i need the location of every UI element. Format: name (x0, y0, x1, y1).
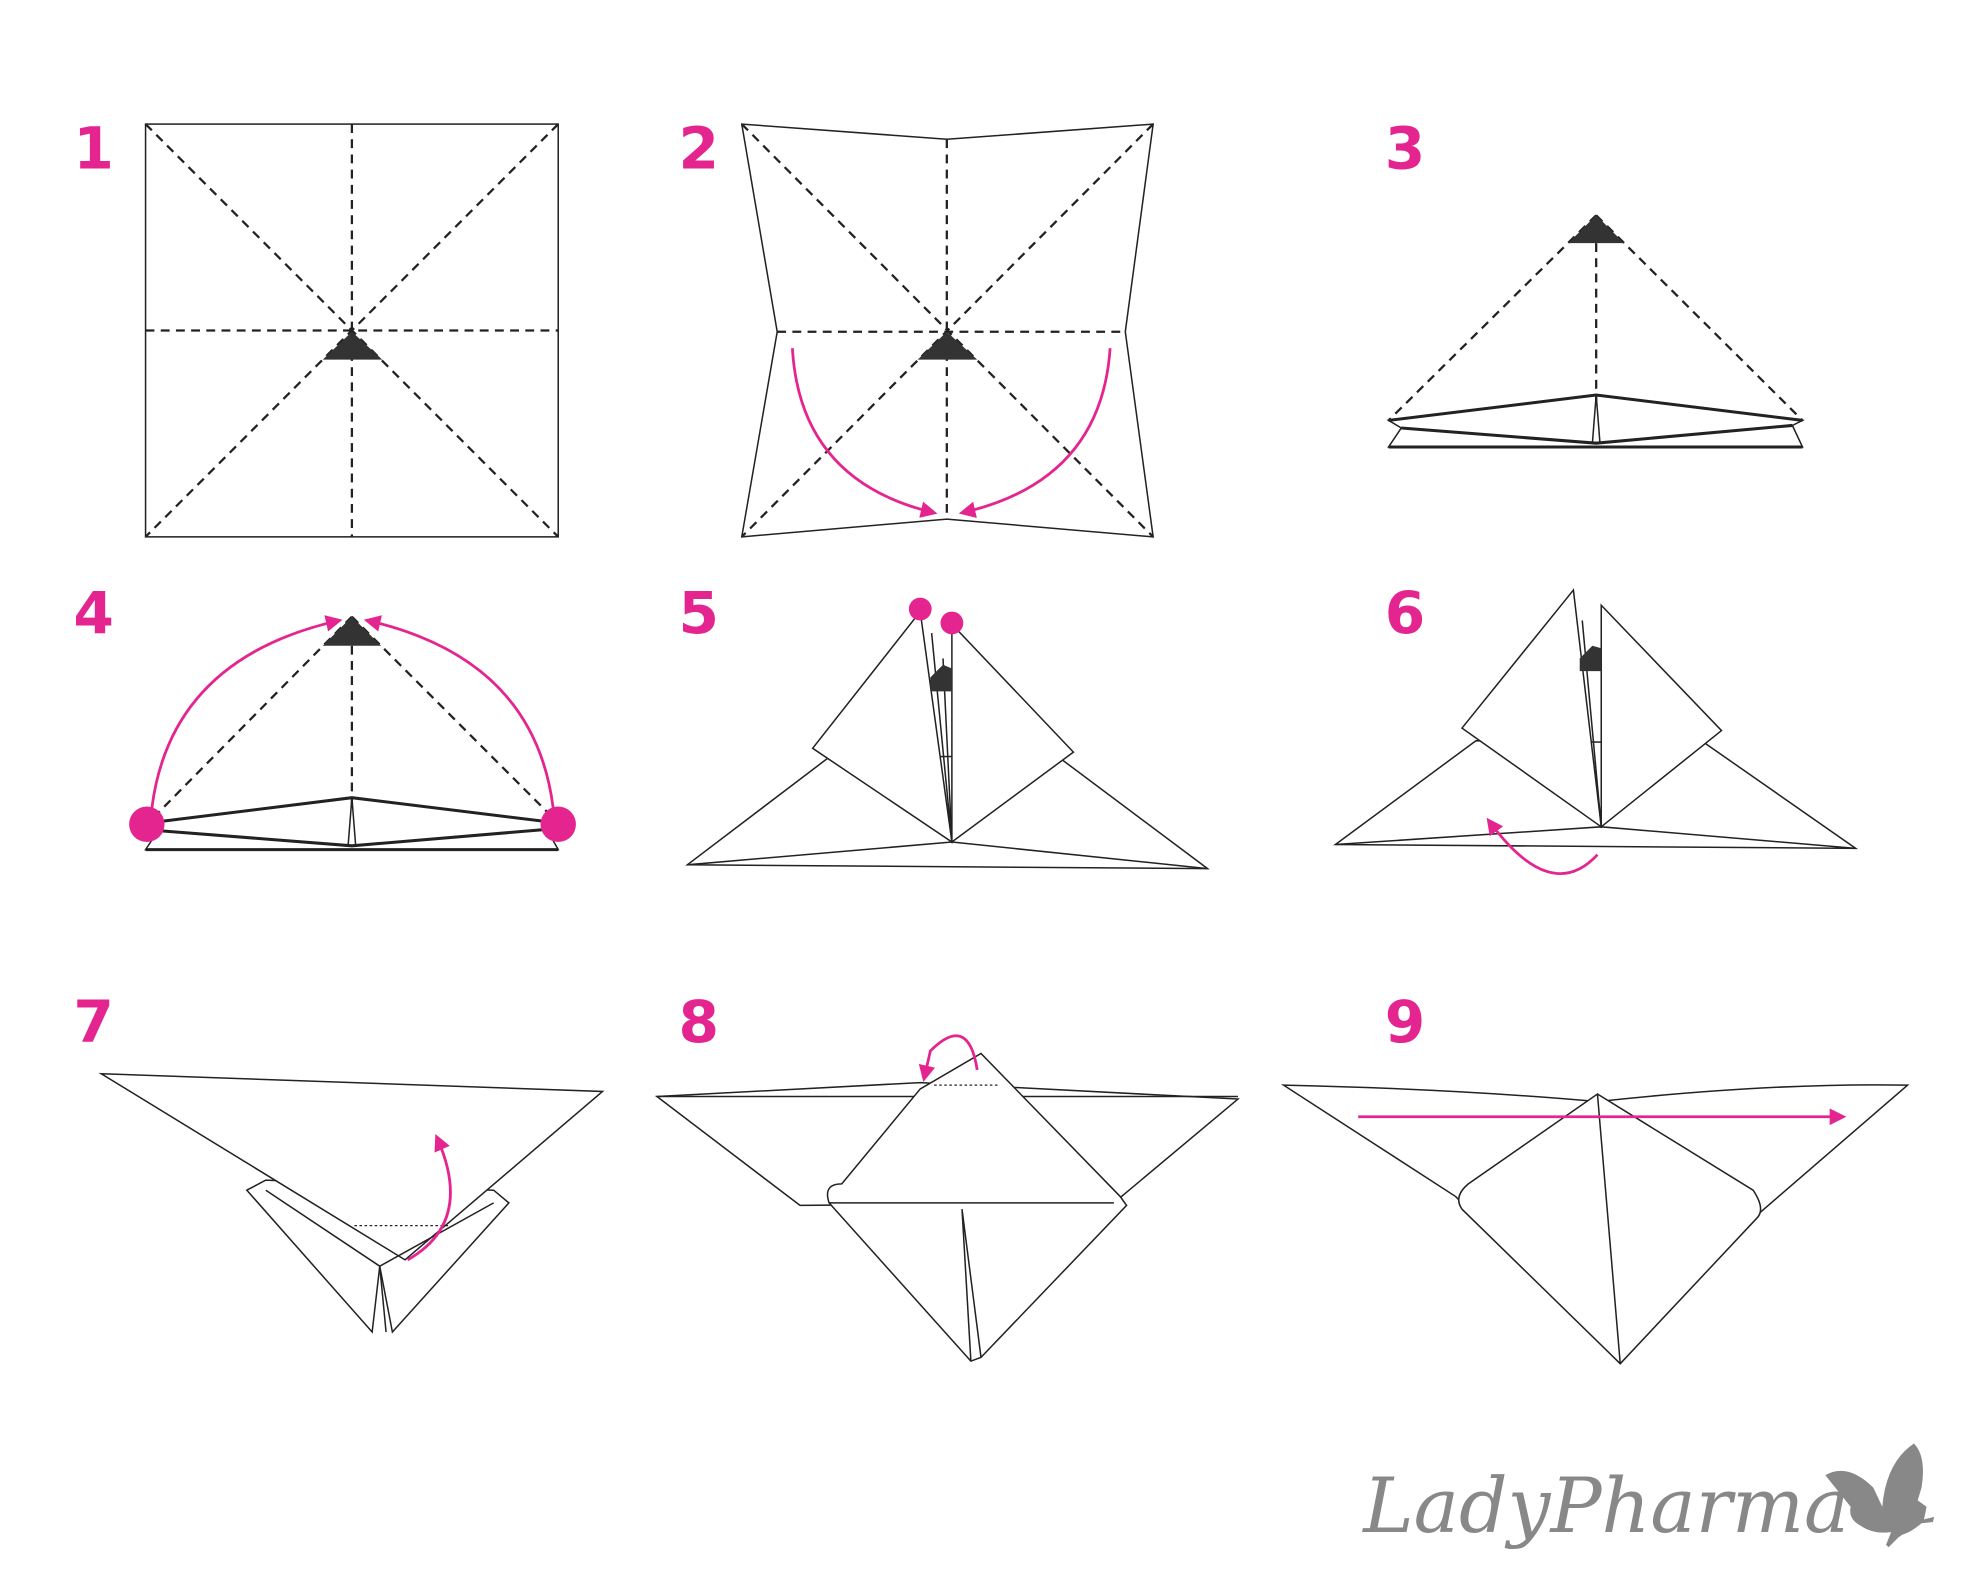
step-number-1: 1 (73, 114, 114, 182)
fold-arrow-icon (1486, 817, 1599, 875)
fold-triangle-icon (322, 331, 383, 360)
step-5-diagram (685, 597, 1210, 870)
fold-triangle-icon (930, 664, 952, 692)
fold-arrow-icon (958, 348, 1112, 518)
step-number-2: 2 (678, 114, 719, 182)
step-4-diagram (129, 615, 576, 852)
fold-triangle-icon (1568, 215, 1625, 244)
fold-arrow-icon (406, 1133, 452, 1262)
point-marker-icon (540, 806, 576, 843)
step-number-9: 9 (1385, 988, 1426, 1056)
butterfly-icon (1825, 1443, 1935, 1548)
step-1-diagram (144, 123, 560, 538)
fold-arrow-icon (150, 615, 343, 809)
step-2-diagram (740, 123, 1155, 538)
step-number-8: 8 (678, 988, 719, 1056)
step-9-diagram (1280, 1084, 1910, 1365)
step-number-6: 6 (1385, 579, 1426, 647)
point-marker-icon (129, 806, 165, 843)
fold-arrow-icon (363, 615, 555, 809)
point-marker-icon (940, 611, 964, 635)
step-number-7: 7 (73, 988, 114, 1056)
step-8-diagram (654, 1034, 1240, 1363)
step-3-diagram (1386, 214, 1806, 449)
step-number-3: 3 (1385, 114, 1426, 182)
step-7-diagram (98, 1072, 605, 1334)
step-6-diagram (1333, 588, 1859, 875)
logo-text: LadyPharma (1361, 1462, 1849, 1550)
fold-triangle-icon (917, 331, 978, 360)
fold-arrow-icon (918, 1034, 979, 1083)
point-marker-icon (908, 597, 932, 621)
fold-triangle-icon (1579, 645, 1602, 672)
fold-triangle-icon (322, 616, 382, 646)
step-number-5: 5 (678, 579, 719, 647)
brand-logo: LadyPharma (1361, 1443, 1935, 1550)
fold-arrow-icon (791, 348, 938, 518)
step-number-4: 4 (73, 579, 114, 647)
